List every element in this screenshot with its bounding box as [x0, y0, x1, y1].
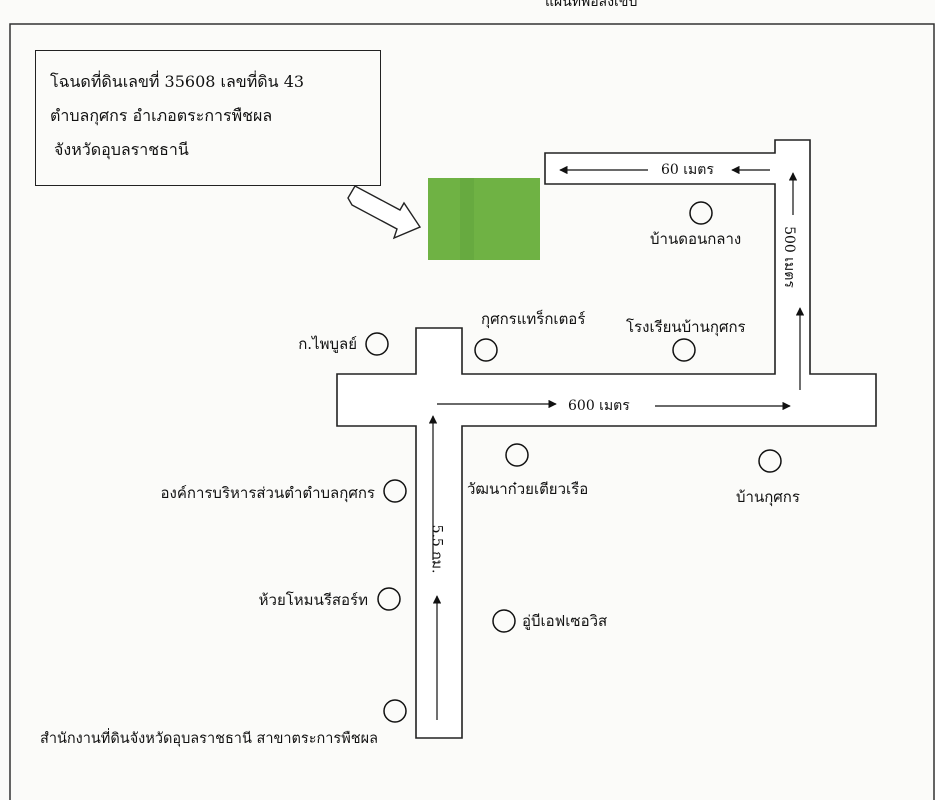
info-line-2: ตำบลกุศกร อำเภอตระการพืชผล [50, 106, 273, 125]
landmark-label-huai-mon: ห้วยโหมนรีสอร์ท [258, 591, 368, 609]
landmark-label-school: โรงเรียนบ้านกุศกร [626, 318, 746, 336]
landmark-label-wat: วัฒนาก๋วยเตียวเรือ [467, 480, 589, 498]
info-line-3: จังหวัดอุบลราชธานี [54, 140, 189, 159]
distance-label-right: 500 เมตร [780, 226, 797, 288]
distance-label-horizontal: 600 เมตร [568, 398, 630, 414]
landmark-marker-ban-don-klang [689, 201, 713, 225]
landmark-marker-kor-paiboon [365, 332, 389, 356]
landmark-marker-ban-kusakorn [758, 449, 782, 473]
pointer-arrow [347, 185, 422, 240]
distance-label-top: 60 เมตร [661, 162, 714, 178]
landmark-label-obt: องค์การบริหารส่วนตำตำบลกุศกร [160, 484, 376, 502]
landmark-label-ban-don-klang: บ้านดอนกลาง [650, 230, 742, 248]
distance-label-vertical: 5.5 กม. [428, 524, 445, 574]
landmark-marker-wat [505, 443, 529, 467]
parcel-info-box: โฉนดที่ดินเลขที่ 35608 เลขที่ดิน 43 ตำบล… [35, 50, 381, 186]
landmark-label-ban-kusakorn: บ้านกุศกร [736, 488, 800, 506]
landmark-marker-garage [492, 609, 516, 633]
parcel-shade [460, 178, 474, 260]
landmark-marker-kusakorn-tractor [474, 338, 498, 362]
land-parcel [428, 178, 540, 260]
landmark-marker-land-office [383, 699, 407, 723]
landmark-marker-huai-mon [377, 587, 401, 611]
info-line-1: โฉนดที่ดินเลขที่ 35608 เลขที่ดิน 43 [50, 72, 305, 91]
landmark-marker-obt [383, 479, 407, 503]
landmark-label-garage: อู่บีเอฟเซอวิส [522, 612, 608, 630]
landmark-label-kusakorn-tractor: กุศกรแทร็กเตอร์ [481, 310, 586, 328]
road-network [336, 139, 877, 739]
landmark-label-land-office: สำนักงานที่ดินจังหวัดอุบลราชธานี สาขาตระ… [39, 731, 378, 747]
landmark-label-kor-paiboon: ก.ไพบูลย์ [298, 335, 357, 353]
map-frame [9, 23, 935, 800]
map-title: แผนที่พอสังเขป [545, 0, 638, 10]
landmark-marker-school [672, 338, 696, 362]
